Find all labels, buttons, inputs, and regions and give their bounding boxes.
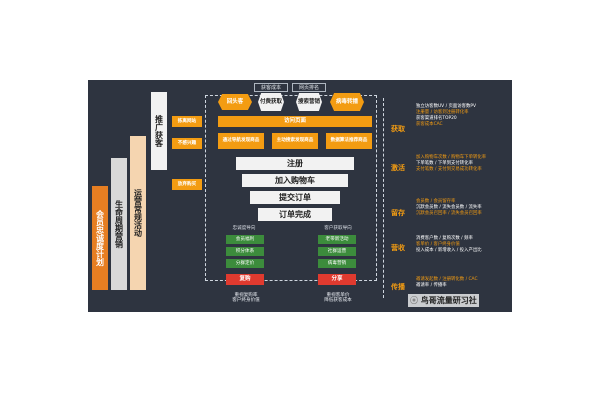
loyalty-action-repurchase: 复购 (226, 274, 264, 285)
stage-metric-line: 加入购物车次数 / 购物车下单转化率 (416, 155, 487, 160)
tag-left-site: 拣离网站 (172, 116, 202, 127)
nav-box-navigation: 通过导航发现商品 (218, 133, 264, 149)
stage-metric-line: 获客成本CAC (416, 121, 443, 127)
watermark: ⦿ 鸟哥流量研习社 (408, 294, 479, 307)
channel-search: 搜索营销 (296, 93, 322, 111)
watermark-text: 鸟哥流量研习社 (420, 296, 477, 305)
acquisition-result: 重视客单价 降低获客成本 (324, 292, 352, 303)
stage-desc: 会员数 / 会员留存率沉默会员数 / 流失会员数 / 流失率沉默会员召回率 / … (416, 199, 510, 217)
stage-metric-line: 支付笔数 / 支付到交易成功转化率 (416, 166, 482, 172)
stage-label: 激活 (391, 164, 405, 172)
loyalty-item: 分群定价 (226, 259, 264, 268)
nav-box-recommend: 数据算法推荐商品 (326, 133, 372, 149)
nav-box-search: 主动搜索发现商品 (272, 133, 318, 149)
pillar-lifecycle-marketing: 生命周期营销 (111, 158, 127, 290)
stage-metric-line: 消费客户数 / 复购次数 / 频率 (416, 236, 473, 241)
pillar-promotion: 推广获客 (151, 92, 167, 170)
stage-metric-line: 邀请发起数 / 注册转化数 / CAC (416, 277, 478, 282)
stage-metric-line: 下单笔数 / 下单到支付转化率 (416, 160, 473, 166)
stage-metric-line: 独立访客数UV / 页面访客数PV (416, 104, 477, 109)
tab-cac: 获客成本 (254, 83, 288, 92)
tag-abandon-purchase: 放弃购买 (172, 179, 202, 190)
pillar-regular-operations: 运营常规活动 (130, 136, 146, 290)
channel-paid: 付费获取 (258, 93, 284, 111)
loyalty-item: 积分体系 (226, 247, 264, 256)
acquisition-item: 老带新活动 (318, 235, 356, 244)
channel-viral: 病毒转播 (330, 93, 364, 111)
stage-metric-line: 客单价 / 客户终身价值 (416, 241, 460, 247)
stage-metric-line: 投入成本 / 新增收入 / 投入产出比 (416, 247, 482, 253)
tag-not-interested: 不感兴趣 (172, 138, 202, 149)
stage-metric-line: 邀请率 / 传播率 (416, 282, 447, 288)
stage-label: 留存 (391, 209, 405, 217)
stage-label: 营收 (391, 244, 405, 252)
loyalty-item: 会员福利 (226, 235, 264, 244)
stage-divider (383, 98, 384, 298)
acquisition-action-share: 分享 (318, 274, 356, 285)
stage-label: 获取 (391, 125, 405, 133)
acquisition-title: 客户获取导向 (324, 226, 352, 232)
stage-metric-line: 会员数 / 会员留存率 (416, 199, 456, 204)
funnel-order-complete: 订单完成 (258, 208, 332, 221)
funnel-submit-order: 提交订单 (250, 191, 340, 204)
flow-dashed-loop (205, 95, 377, 281)
stage-label: 传播 (391, 283, 405, 291)
tab-page-rank: 网页排名 (292, 83, 326, 92)
stage-desc: 加入购物车次数 / 购物车下单转化率下单笔数 / 下单到支付转化率支付笔数 / … (416, 155, 510, 173)
stage-metric-line: 获客渠道排名TOP20 (416, 115, 457, 121)
loyalty-result: 重视复购率 客户终身价值 (232, 292, 260, 303)
stage-desc: 消费客户数 / 复购次数 / 频率客单价 / 客户终身价值投入成本 / 新增收入… (416, 236, 510, 254)
funnel-register: 注册 (236, 157, 354, 170)
acquisition-item: 社群运营 (318, 247, 356, 256)
funnel-add-to-cart: 加入购物车 (242, 174, 348, 187)
loyalty-title: 忠诚度导向 (232, 226, 256, 232)
pillar-loyalty-program: 会员忠诚度计划 (92, 186, 108, 290)
wechat-icon: ⦿ (410, 296, 418, 305)
stage-metric-line: 沉默会员召回率 / 流失会员召回率 (416, 210, 482, 216)
stage-metric-line: 沉默会员数 / 流失会员数 / 流失率 (416, 204, 482, 210)
channel-returning: 回头客 (218, 94, 252, 110)
stage-metric-line: 注册量 / 访客到注册转化率 (416, 109, 469, 115)
visit-page-bar: 访问页面 (218, 116, 372, 127)
acquisition-item: 病毒营销 (318, 259, 356, 268)
